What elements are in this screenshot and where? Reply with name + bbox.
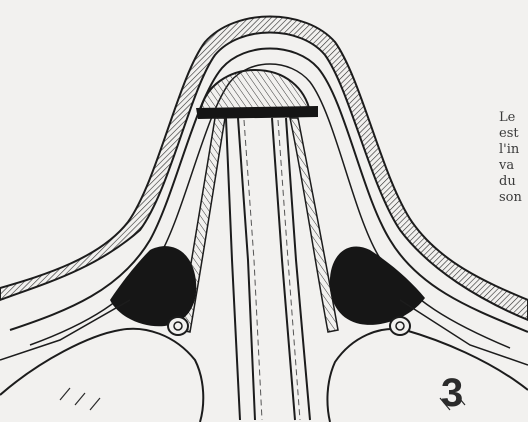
caption-line: du [499, 174, 528, 190]
left-dark-tissue [110, 246, 196, 326]
caption-line: l'in [499, 142, 528, 158]
caption-line: Le [499, 110, 528, 126]
left-lower-fold [120, 329, 203, 422]
ligature-band [196, 106, 318, 119]
outer-skin-layer [0, 17, 528, 321]
right-round-structure [390, 317, 410, 335]
central-channel-left [226, 118, 255, 420]
caption-line: est [499, 126, 528, 142]
caption-line: son [499, 190, 528, 206]
right-dark-tissue [330, 246, 425, 324]
caption-text: Le est l'in va du son [499, 110, 528, 206]
figure-number: 3 [441, 373, 463, 413]
caption-line: va [499, 158, 528, 174]
left-round-structure [168, 317, 188, 335]
right-lower-fold [327, 329, 405, 422]
right-duct [290, 118, 338, 332]
